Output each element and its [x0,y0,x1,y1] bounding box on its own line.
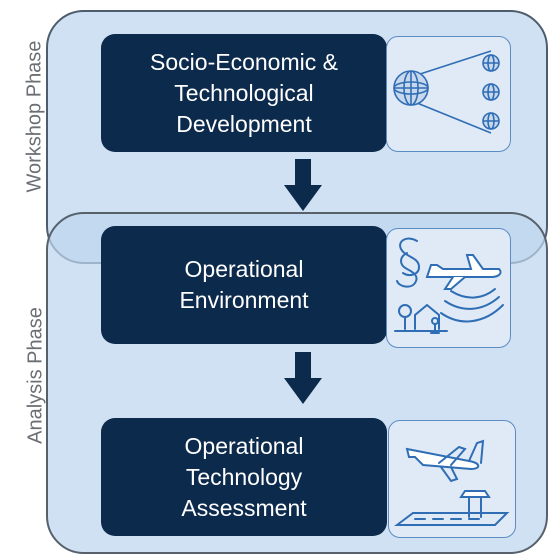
step-operational-environment-box: Operational Environment [101,226,387,344]
step-label-line: Environment [179,287,309,313]
aircraft-tower-runway-icon [388,420,516,538]
step-label-line: Assessment [181,494,307,521]
down-arrow-icon [284,159,322,211]
step-technology-assessment-box: Operational Technology Assessment [101,418,387,536]
step-label-line: Operational [184,432,304,459]
globe-network-icon [386,36,511,152]
step-label-line: Socio-Economic & [150,48,338,75]
step-label-line: Operational [184,256,304,282]
step-label-line: Technological [174,79,314,106]
down-arrow-icon [284,352,322,404]
workshop-phase-label: Workshop Phase [23,40,46,193]
step-socio-economic-box: Socio-Economic & Technological Developme… [101,34,387,152]
step-label-line: Development [176,110,312,137]
regulation-aircraft-noise-icon [386,228,511,348]
step-label-line: Technology [185,463,303,490]
analysis-phase-label: Analysis Phase [24,307,47,444]
